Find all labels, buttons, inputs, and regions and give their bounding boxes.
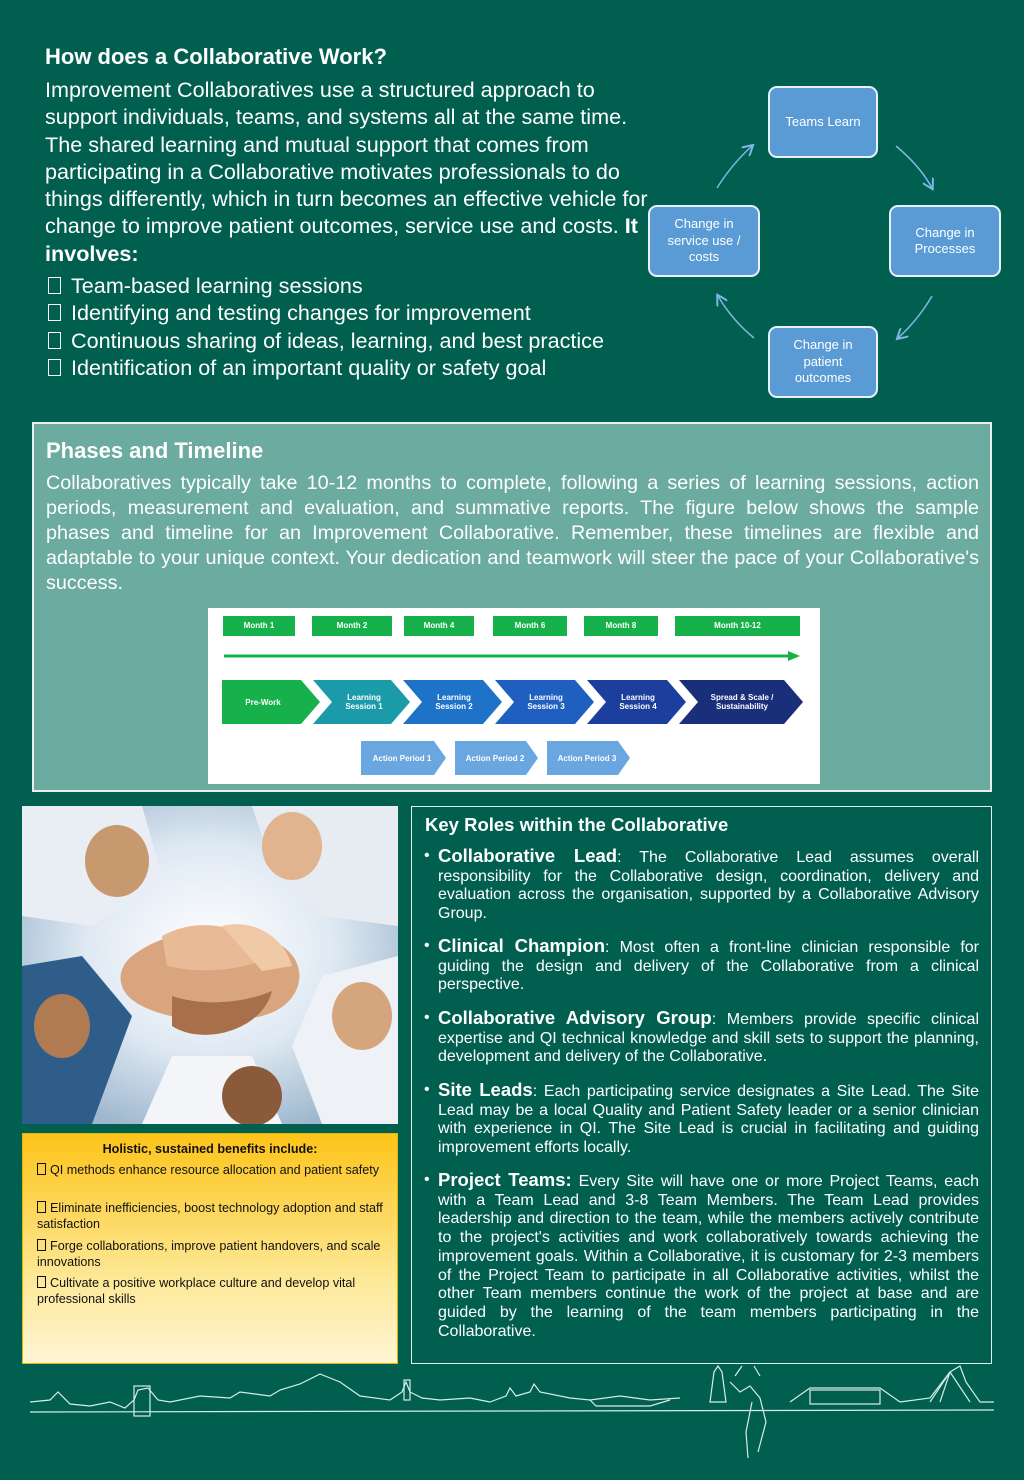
role-name: Collaborative Lead — [438, 845, 618, 866]
benefit-item: Cultivate a positive workplace culture a… — [37, 1276, 356, 1306]
phases-title: Phases and Timeline — [46, 438, 264, 463]
node-teams-learn: Teams Learn — [768, 86, 878, 158]
action-label: Action Period 1 — [372, 754, 432, 763]
role-name: Project Teams: — [438, 1169, 572, 1190]
stage-label: Learning Session 4 — [619, 693, 657, 711]
cycle-diagram: Teams Learn Change in Processes Change i… — [640, 80, 1010, 410]
bullet-icon: • — [424, 1009, 430, 1026]
stage-label: Learning Session 2 — [435, 693, 473, 711]
photo-illustration — [22, 806, 398, 1124]
bullet-icon: • — [424, 1171, 430, 1188]
phases-paragraph: Collaboratives typically take 10-12 mont… — [46, 472, 979, 594]
key-roles-panel: Key Roles within the Collaborative • Col… — [411, 806, 992, 1364]
stage-label: Spread & Scale / Sustainability — [710, 693, 774, 711]
stage-label: Pre-Work — [245, 698, 281, 707]
role-text: Each participating service designates a … — [438, 1083, 979, 1157]
role-item: • Site Leads: Each participating service… — [424, 1079, 979, 1157]
arrow-4 — [716, 146, 752, 189]
stage-ls2 — [403, 680, 502, 724]
checkbox-icon — [37, 1201, 46, 1213]
how-involves: It involves: — [45, 213, 638, 266]
bullet-icon: • — [424, 1081, 430, 1098]
benefits-title: Holistic, sustained benefits include: — [102, 1142, 318, 1156]
checkbox-icon — [48, 304, 61, 322]
action-period-1 — [361, 741, 446, 775]
role-item: • Collaborative Advisory Group: Members … — [424, 1007, 980, 1066]
checkbox-icon — [37, 1163, 46, 1175]
team-hands-photo — [22, 806, 398, 1124]
month-label: Month 6 — [493, 616, 567, 636]
bullet-icon: • — [424, 937, 430, 954]
how-title: How does a Collaborative Work? — [45, 44, 387, 69]
role-text: Most often a front-line clinician respon… — [438, 939, 979, 994]
month-label: Month 4 — [404, 616, 474, 636]
stage-ls4 — [587, 680, 686, 724]
month-label: Month 10-12 — [675, 616, 800, 636]
action-period-2 — [455, 741, 538, 775]
stage-spread — [679, 680, 803, 724]
month-label: Month 2 — [312, 616, 392, 636]
timeline-figure: Month 1 Month 2 Month 4 Month 6 Month 8 … — [208, 608, 820, 784]
action-period-3 — [547, 741, 630, 775]
stage-label: Learning Session 3 — [527, 693, 565, 711]
action-label: Action Period 3 — [557, 754, 617, 763]
role-item: • Collaborative Lead: The Collaborative … — [424, 845, 980, 923]
checkbox-icon — [37, 1239, 46, 1251]
role-text: Every Site will have one or more Project… — [438, 1173, 980, 1340]
phases-panel: Phases and Timeline Collaboratives typic… — [32, 422, 992, 792]
stage-ls3 — [495, 680, 594, 724]
benefit-item: Forge collaborations, improve patient ha… — [37, 1239, 381, 1269]
cycle-arrows — [640, 80, 1010, 410]
month-label: Month 1 — [223, 616, 295, 636]
stage-pre-work — [222, 680, 320, 724]
benefit-item: Eliminate inefficiencies, boost technolo… — [37, 1201, 383, 1231]
benefits-box: Holistic, sustained benefits include: QI… — [22, 1133, 398, 1364]
involves-list: Team-based learning sessions Identifying… — [45, 272, 604, 381]
bullet-icon: • — [424, 847, 430, 864]
how-text: Improvement Collaboratives use a structu… — [45, 77, 648, 239]
action-label: Action Period 2 — [465, 754, 525, 763]
checkbox-icon — [48, 331, 61, 349]
list-item: Team-based learning sessions — [45, 272, 604, 299]
timeline-graphics — [222, 651, 803, 775]
how-paragraph: Improvement Collaboratives use a structu… — [45, 76, 665, 267]
stage-label: Learning Session 1 — [345, 693, 383, 711]
role-item: • Clinical Champion: Most often a front-… — [424, 935, 979, 994]
checkbox-icon — [48, 277, 61, 294]
arrow-3 — [718, 296, 755, 339]
checkbox-icon — [37, 1276, 46, 1288]
role-name: Clinical Champion — [438, 935, 606, 956]
month-label: Month 8 — [584, 616, 658, 636]
list-item: Continuous sharing of ideas, learning, a… — [45, 327, 604, 354]
checkbox-icon — [48, 358, 61, 376]
stage-ls1 — [313, 680, 410, 724]
arrow-2 — [898, 295, 933, 338]
arrow-1 — [895, 145, 932, 188]
role-text: The Collaborative Lead assumes overall r… — [438, 849, 980, 923]
node-change-service: Change in service use / costs — [648, 205, 760, 277]
roles-title: Key Roles within the Collaborative — [425, 814, 729, 835]
list-item: Identification of an important quality o… — [45, 354, 604, 381]
role-name: Site Leads — [438, 1079, 533, 1100]
node-change-processes: Change in Processes — [889, 205, 1001, 277]
timeline-arrow-head — [788, 651, 800, 661]
list-item: Identifying and testing changes for impr… — [45, 299, 604, 326]
node-change-outcomes: Change in patient outcomes — [768, 326, 878, 398]
role-text: Members provide specific clinical expert… — [438, 1011, 980, 1066]
role-name: Collaborative Advisory Group — [438, 1007, 712, 1028]
role-item: • Project Teams: Every Site will have on… — [424, 1169, 980, 1341]
benefit-item: QI methods enhance resource allocation a… — [37, 1163, 387, 1179]
skyline-line-art — [30, 1364, 994, 1459]
